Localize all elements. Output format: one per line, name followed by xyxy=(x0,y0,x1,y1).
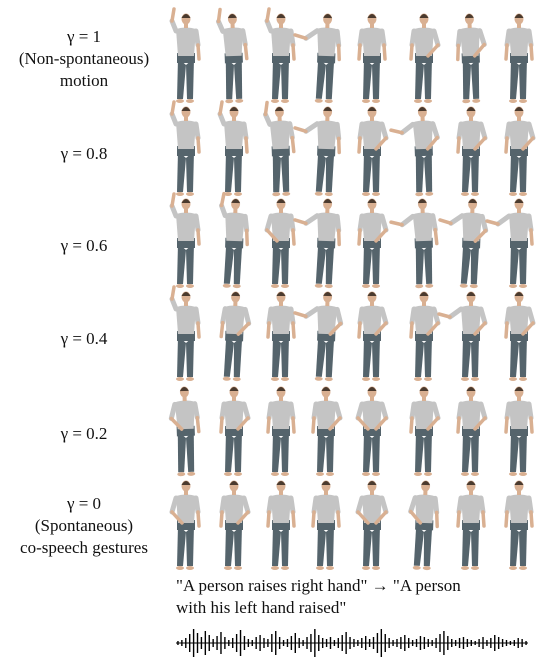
text-prompt-caption: "A person raises right hand" → "A person… xyxy=(176,575,546,619)
motion-figure-r3-c5 xyxy=(409,291,441,381)
motion-figure-r3-c2 xyxy=(266,291,296,381)
motion-figure-r4-c6 xyxy=(456,386,488,476)
motion-figure-r5-c7 xyxy=(504,480,534,570)
gamma-label: γ = 0.8 xyxy=(60,144,108,163)
caption-prompt-line2: with his left hand raised" xyxy=(176,598,347,617)
motion-figure-r1-c0 xyxy=(169,100,201,196)
motion-figure-r0-c2 xyxy=(264,7,296,103)
motion-figure-r1-c6 xyxy=(456,106,488,196)
motion-figure-r0-c4 xyxy=(357,13,387,103)
gamma-label: γ = 0.2 xyxy=(60,424,108,443)
motion-figure-r4-c5 xyxy=(409,386,441,476)
speech-waveform xyxy=(176,629,528,657)
motion-figure-r2-c7 xyxy=(485,198,534,288)
motion-figure-r2-c6 xyxy=(438,198,489,289)
row-label-0: γ = 1 (Non-spontaneous) motion xyxy=(0,26,168,92)
motion-figure-r0-c5 xyxy=(409,13,441,103)
motion-figure-r4-c4 xyxy=(355,386,389,476)
motion-figure-grid xyxy=(168,7,536,571)
motion-figure-r0-c3 xyxy=(293,13,342,104)
gamma-label: γ = 0.6 xyxy=(60,236,108,255)
caption-prompt-start: "A person raises right hand" xyxy=(176,576,368,595)
caption-prompt-end: "A person xyxy=(392,576,461,595)
gamma-label: γ = 0.4 xyxy=(60,329,108,348)
gamma-label: γ = 1 xyxy=(66,27,102,46)
motion-figure-r1-c5 xyxy=(389,106,440,197)
motion-figure-r4-c7 xyxy=(504,386,534,476)
motion-figure-r4-c3 xyxy=(311,386,343,476)
motion-figure-r5-c0 xyxy=(169,480,201,570)
motion-figure-r4-c1 xyxy=(219,386,251,476)
motion-figure-r0-c0 xyxy=(169,7,201,103)
motion-figure-r4-c0 xyxy=(168,386,201,477)
caption-arrow-icon: → xyxy=(371,576,389,595)
motion-figure-r1-c3 xyxy=(293,106,342,197)
motion-figure-r5-c4 xyxy=(355,480,389,570)
motion-figure-r2-c0 xyxy=(169,192,201,288)
row-description-line: co-speech gestures xyxy=(20,538,148,557)
motion-figure-r5-c3 xyxy=(311,480,341,570)
motion-figure-r3-c3 xyxy=(293,291,344,382)
motion-figure-r3-c1 xyxy=(219,291,252,382)
motion-figure-r1-c7 xyxy=(504,106,536,196)
motion-figure-r1-c1 xyxy=(217,100,249,196)
motion-figure-r5-c6 xyxy=(456,480,486,570)
motion-figure-r3-c4 xyxy=(357,291,389,381)
motion-figure-r2-c3 xyxy=(293,198,342,289)
row-label-1: γ = 0.8 xyxy=(0,143,168,165)
motion-figure-r0-c1 xyxy=(215,7,249,104)
motion-figure-r2-c5 xyxy=(389,198,439,289)
row-label-5: γ = 0 (Spontaneous) co-speech gestures xyxy=(0,493,168,559)
motion-figure-r2-c4 xyxy=(357,198,389,288)
motion-figure-r1-c4 xyxy=(357,106,389,196)
motion-figure-r2-c2 xyxy=(264,198,296,288)
motion-figure-r5-c5 xyxy=(408,480,440,571)
gamma-label: γ = 0 xyxy=(66,494,102,513)
motion-figure-r2-c1 xyxy=(219,191,250,289)
motion-figure-r5-c2 xyxy=(266,480,296,570)
motion-figure-r0-c6 xyxy=(455,13,487,104)
row-label-3: γ = 0.4 xyxy=(0,328,168,350)
motion-figure-r5-c1 xyxy=(219,480,251,570)
motion-figure-r3-c0 xyxy=(169,285,201,381)
motion-figure-r1-c2 xyxy=(262,100,296,197)
row-label-2: γ = 0.6 xyxy=(0,235,168,257)
motion-figure-r3-c6 xyxy=(437,291,488,381)
motion-figure-r3-c7 xyxy=(504,291,536,381)
row-description-line: (Spontaneous) xyxy=(34,516,134,535)
motion-figure-r4-c2 xyxy=(266,386,296,476)
motion-figure-r0-c7 xyxy=(504,13,534,103)
row-label-4: γ = 0.2 xyxy=(0,423,168,445)
row-description-line: motion xyxy=(59,71,109,90)
row-description-line: (Non-spontaneous) xyxy=(18,49,150,68)
